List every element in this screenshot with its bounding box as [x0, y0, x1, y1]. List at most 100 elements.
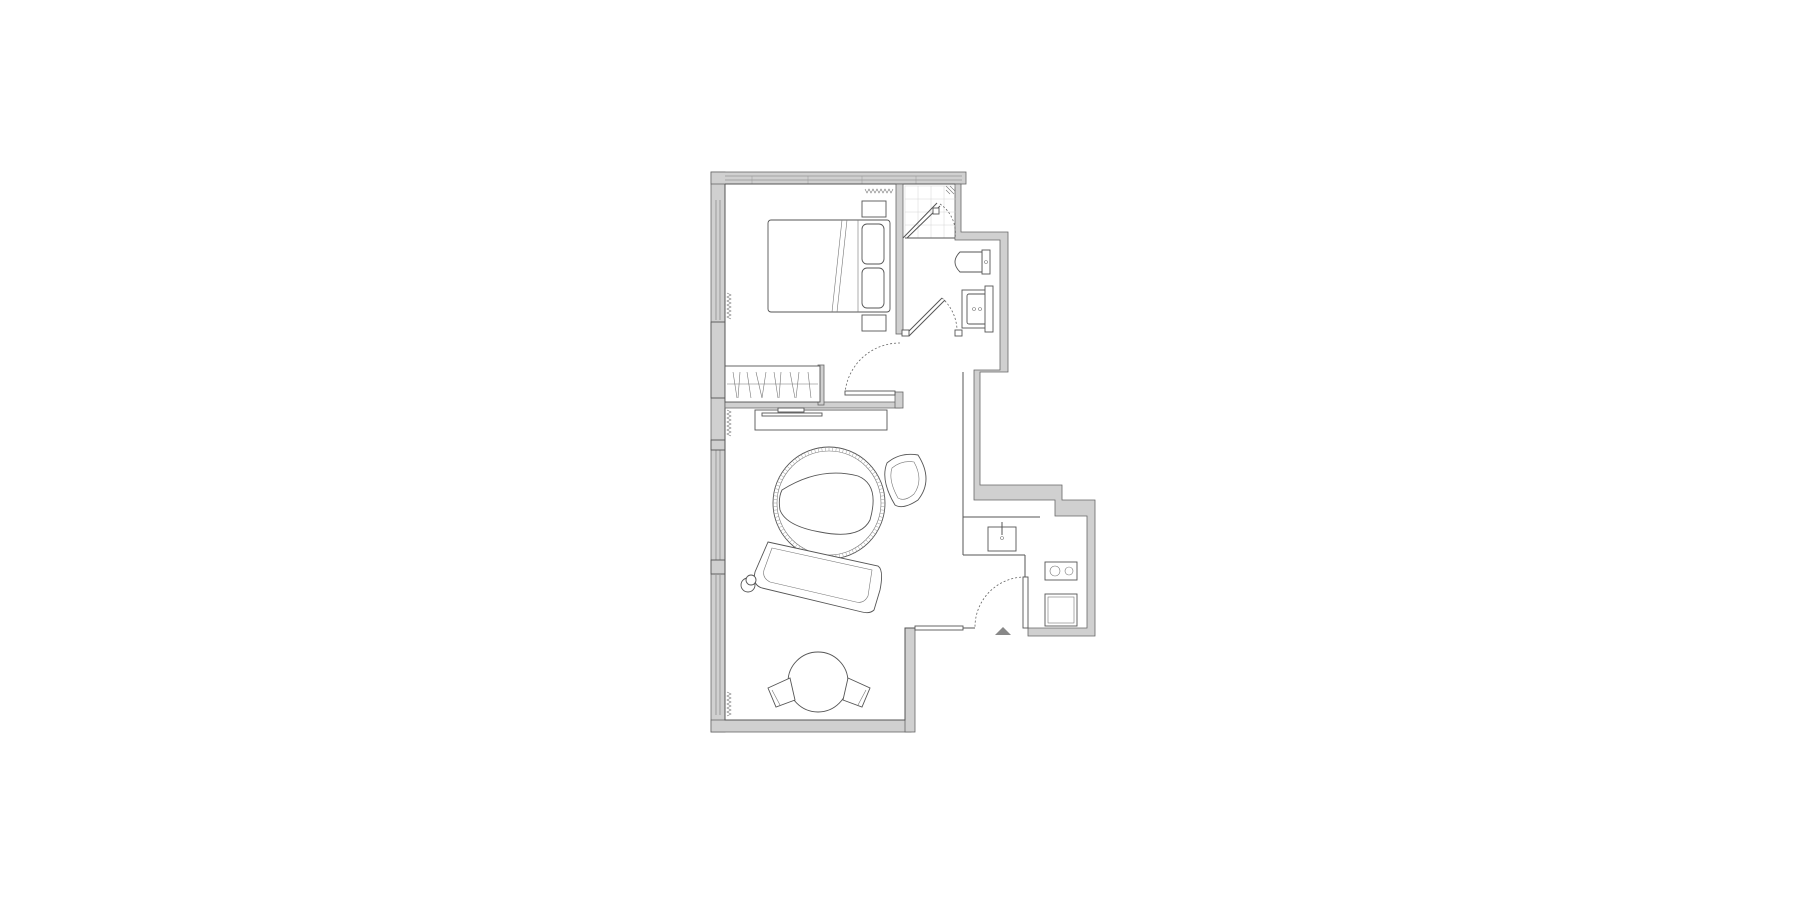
rug-fringe-tick: [873, 474, 878, 478]
rug-fringe-tick: [857, 546, 861, 550]
closet: [724, 365, 821, 403]
rug-fringe-tick: [875, 478, 880, 481]
shower: [902, 185, 958, 239]
radiators: [726, 188, 894, 717]
rug-fringe-tick: [821, 447, 823, 452]
rug-fringe-tick: [872, 471, 876, 475]
rug-fringe-tick: [854, 454, 858, 459]
pillow: [861, 223, 885, 265]
bathroom-door[interactable]: [901, 297, 963, 337]
rug-fringe-tick: [773, 495, 778, 497]
kitchenette: [987, 522, 1078, 627]
rug-fringe-tick: [878, 484, 883, 487]
entrance-door[interactable]: [914, 576, 1029, 631]
rug-fringe-tick: [845, 449, 848, 454]
rug-fringe-tick: [775, 484, 780, 487]
rug-fringe-tick: [784, 534, 788, 538]
rug-fringe-tick: [797, 456, 801, 460]
rug-fringe-tick: [845, 552, 848, 557]
rug-fringe-tick: [775, 519, 780, 522]
bathroom-sink: [961, 285, 994, 333]
rug-fringe-tick: [876, 522, 881, 525]
rug-fringe-tick: [778, 525, 783, 528]
rug-fringe-tick: [860, 544, 864, 548]
rug-fringe-tick: [784, 468, 788, 472]
rug-fringe-tick: [880, 509, 885, 511]
rug-fringe-tick: [777, 522, 782, 525]
rug-fringe-tick: [804, 452, 807, 457]
rug-fringe-tick: [835, 447, 837, 452]
tv-console: [754, 407, 888, 431]
interior-walls: [724, 183, 1040, 628]
rug-fringe-tick: [879, 488, 884, 490]
rug-fringe-tick: [863, 541, 867, 546]
rug-fringe-tick: [851, 549, 854, 554]
nightstand: [861, 200, 887, 218]
dining-chair-left: [767, 677, 796, 708]
rug-fringe-tick: [872, 531, 876, 535]
rug-fringe-tick: [848, 550, 851, 555]
rug-fringe-tick: [782, 471, 786, 475]
rug-fringe-tick: [780, 528, 785, 532]
rug-fringe-tick: [789, 539, 793, 543]
nightstand: [861, 314, 887, 332]
rug-fringe-tick: [865, 539, 869, 543]
rug-fringe-tick: [800, 454, 804, 459]
rug-fringe-tick: [774, 488, 779, 490]
toilet: [954, 249, 991, 275]
rug-fringe-tick: [773, 509, 778, 511]
rug-fringe-tick: [880, 495, 885, 497]
north-window: [725, 175, 962, 184]
rug-fringe-tick: [863, 460, 867, 465]
rug-fringe-tick: [786, 537, 791, 541]
rug-fringe-tick: [870, 534, 874, 538]
rug-fringe-tick: [842, 448, 844, 453]
coffee-table: [778, 472, 874, 535]
rug-fringe-tick: [854, 547, 858, 552]
dining-chair-right: [842, 677, 871, 708]
bathroom: [901, 185, 994, 337]
rug-fringe-tick: [774, 491, 779, 494]
rug-fringe-tick: [879, 516, 884, 518]
rug-fringe-tick: [794, 458, 798, 462]
rug-fringe-tick: [875, 525, 880, 528]
pillow: [861, 267, 885, 309]
bedroom-door[interactable]: [844, 342, 901, 396]
rug-fringe-tick: [851, 452, 854, 457]
rug-fringe-tick: [778, 478, 783, 481]
rug-fringe-tick: [782, 531, 786, 535]
rug-fringe-tick: [879, 512, 884, 515]
oven: [1044, 593, 1078, 627]
rug-fringe-tick: [867, 465, 872, 469]
rug-fringe-tick: [848, 451, 851, 456]
rug-fringe-tick: [774, 516, 779, 518]
dining-table: [787, 651, 849, 713]
rug-fringe-tick: [842, 553, 844, 558]
rug-fringe-tick: [876, 481, 881, 484]
rug-fringe-tick: [817, 448, 820, 453]
rug-fringe-tick: [857, 456, 861, 460]
rug-fringe-tick: [879, 491, 884, 494]
rug-fringe-tick: [791, 541, 795, 546]
armchair: [884, 453, 927, 508]
rug-fringe-tick: [860, 458, 864, 462]
side-table: [740, 574, 757, 593]
rug-fringe-tick: [789, 463, 793, 467]
rug-fringe-tick: [865, 463, 869, 467]
rug-fringe-tick: [838, 448, 841, 453]
bed: [767, 200, 891, 332]
rug-fringe-tick: [878, 519, 883, 522]
rug-fringe-tick: [791, 460, 795, 465]
rug-fringe-tick: [867, 537, 872, 541]
shoe-rack: [914, 625, 964, 631]
rug-fringe-tick: [780, 474, 785, 478]
entry-arrow-icon: [995, 627, 1011, 635]
rug-fringe-tick: [777, 481, 782, 484]
rug-fringe-tick: [810, 449, 813, 454]
sofa: [753, 541, 883, 614]
rug-fringe-tick: [774, 512, 779, 515]
rug-fringe-tick: [794, 544, 798, 548]
rug-fringe-tick: [870, 468, 874, 472]
rug-fringe-tick: [814, 448, 816, 453]
